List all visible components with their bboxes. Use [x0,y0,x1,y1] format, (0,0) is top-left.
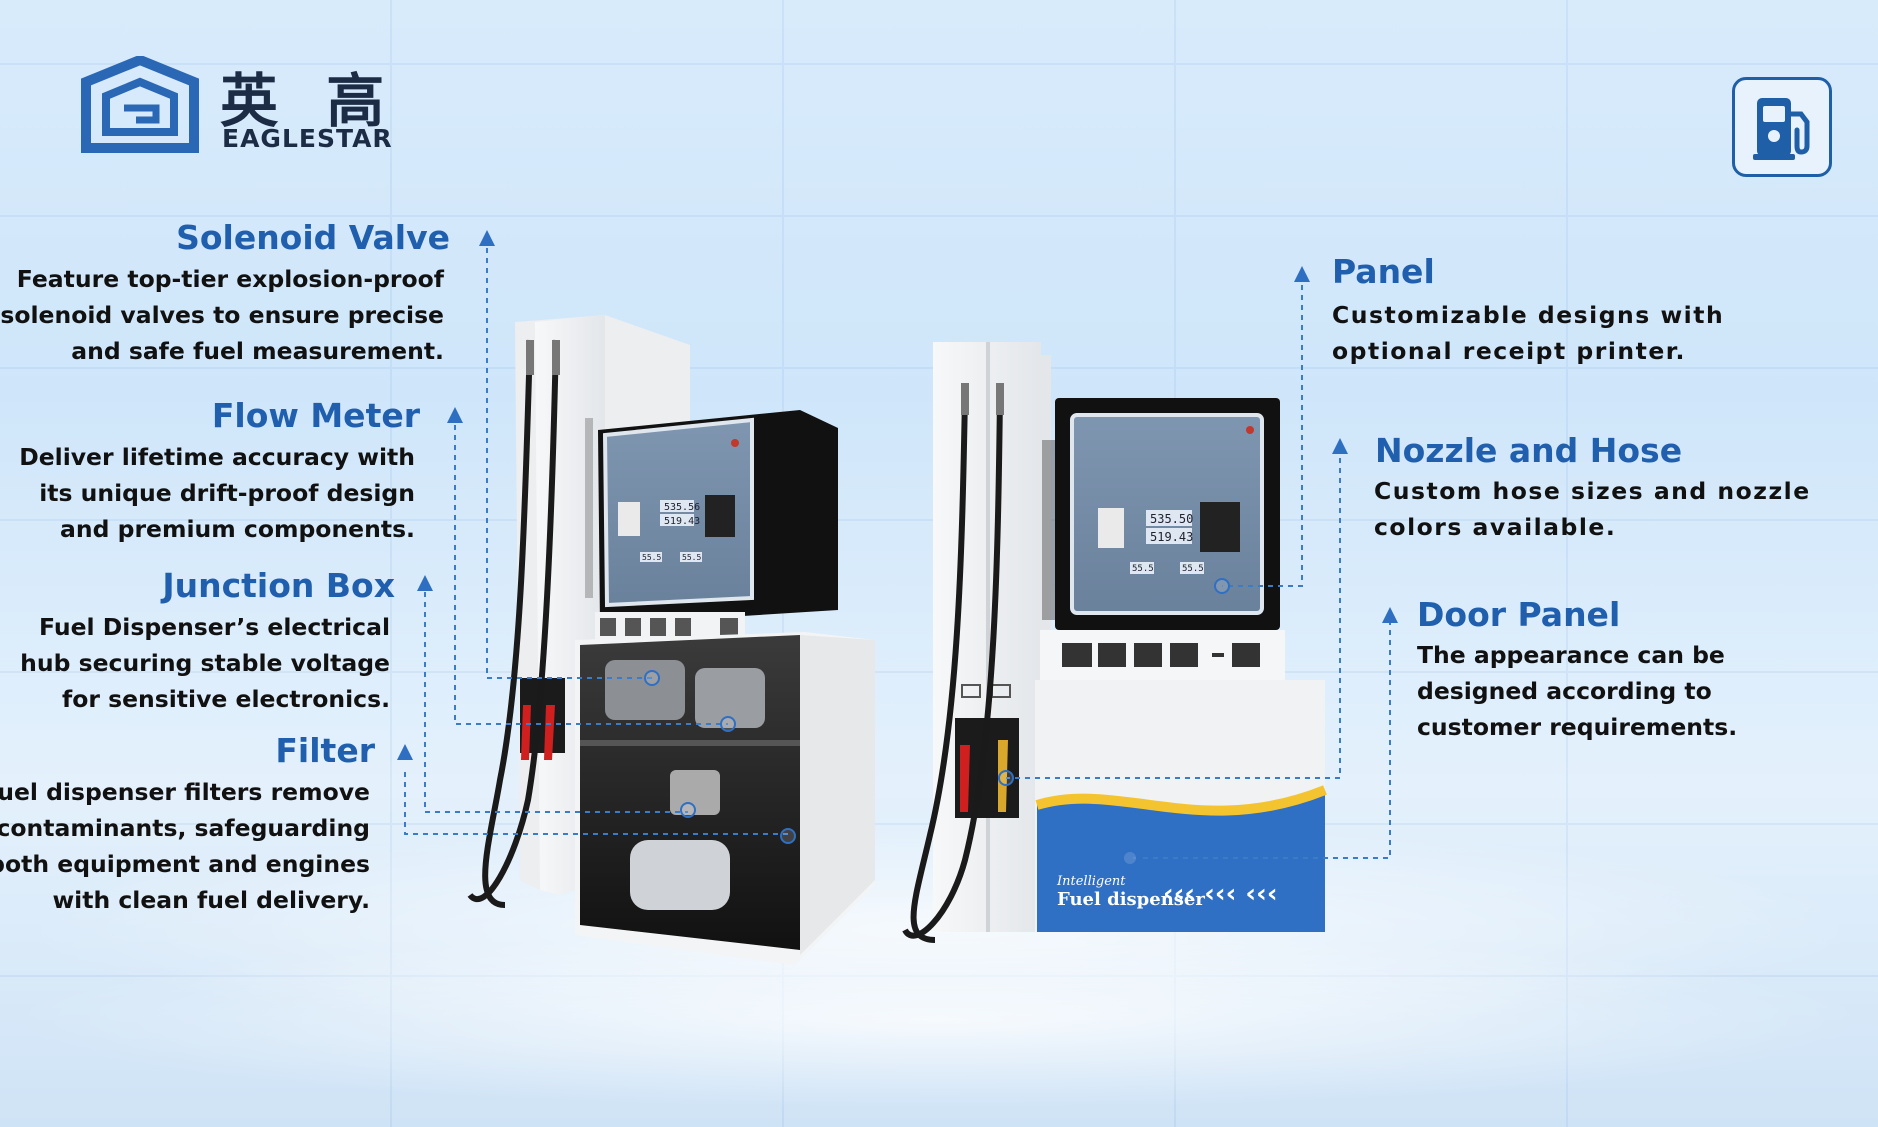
desc-line: The appearance can be [1417,641,1725,669]
brand-label-big: Fuel dispenser [1057,889,1205,910]
callout-lines [404,248,1391,859]
desc-line: Deliver lifetime accuracy with [19,443,415,471]
feature-title-junction-box: Junction Box [162,566,395,605]
price-display: 55.5 [1182,564,1204,574]
feature-desc-nozzle-and-hose: Custom hose sizes and nozzle colors avai… [1374,473,1811,545]
feature-desc-panel: Customizable designs with optional recei… [1332,297,1724,369]
desc-line: designed according to [1417,677,1712,705]
feature-desc-junction-box: Fuel Dispenser’s electrical hub securing… [20,609,390,717]
desc-line: for sensitive electronics. [61,685,390,713]
display-amount: 535.50 [1150,512,1193,526]
feature-title-filter: Filter [275,731,375,770]
feature-title-flow-meter: Flow Meter [211,396,420,435]
eaglestar-logo-icon [81,56,199,153]
price-display: 55.5 [1132,564,1154,574]
feature-desc-solenoid-valve: Feature top-tier explosion-proof solenoi… [0,261,444,369]
desc-line: Fuel Dispenser’s electrical [38,613,390,641]
desc-line: hub securing stable voltage [20,649,390,677]
dispenser-closed-cabinet: 535.50 519.43 55.5 55.5 Intelligent Fuel… [902,342,1327,943]
fuel-pump-icon [1753,98,1810,160]
dispenser-open-cabinet: 535.56 519.43 55.5 55.5 [467,315,875,965]
feature-desc-flow-meter: Deliver lifetime accuracy with its uniqu… [19,439,415,547]
brand-label-small: Intelligent [1056,874,1126,889]
desc-line: Custom hose sizes and nozzle [1374,477,1811,505]
brand-name-en: EAGLESTAR [222,124,393,153]
feature-title-solenoid-valve: Solenoid Valve [176,218,450,257]
light-streak [0,930,1878,1110]
desc-line: both equipment and engines [0,850,370,878]
price-display: 55.5 [682,553,701,562]
price-display: 55.5 [642,553,661,562]
feature-desc-door-panel: The appearance can be designed according… [1417,637,1737,745]
desc-line: its unique drift-proof design [39,479,415,507]
desc-line: solenoid valves to ensure precise [0,301,444,329]
desc-line: and safe fuel measurement. [71,337,444,365]
feature-desc-filter: Fuel dispenser filters remove contaminan… [0,774,370,918]
desc-line: Feature top-tier explosion-proof [16,265,444,293]
feature-title-door-panel: Door Panel [1417,595,1621,634]
display-amount: 535.56 [664,502,700,513]
display-liters: 519.43 [1150,530,1193,544]
desc-line: with clean fuel delivery. [52,886,370,914]
callout-points [644,578,1230,866]
feature-title-panel: Panel [1332,252,1435,291]
desc-line: and premium components. [60,515,415,543]
display-liters: 519.43 [664,516,700,527]
chevron-decoration: ‹‹‹ ‹‹‹ ‹‹‹ [1163,879,1278,909]
callout-arrows [397,230,1398,760]
desc-line: Fuel dispenser filters remove [0,778,370,806]
desc-line: customer requirements. [1417,713,1738,741]
desc-line: colors available. [1374,513,1617,541]
desc-line: optional receipt printer. [1332,337,1686,365]
desc-line: contaminants, safeguarding [0,814,370,842]
brand-name-cn: 英 高 [220,67,399,135]
feature-title-nozzle-and-hose: Nozzle and Hose [1375,431,1683,470]
fuel-pump-button[interactable] [1732,77,1832,177]
desc-line: Customizable designs with [1332,301,1725,329]
